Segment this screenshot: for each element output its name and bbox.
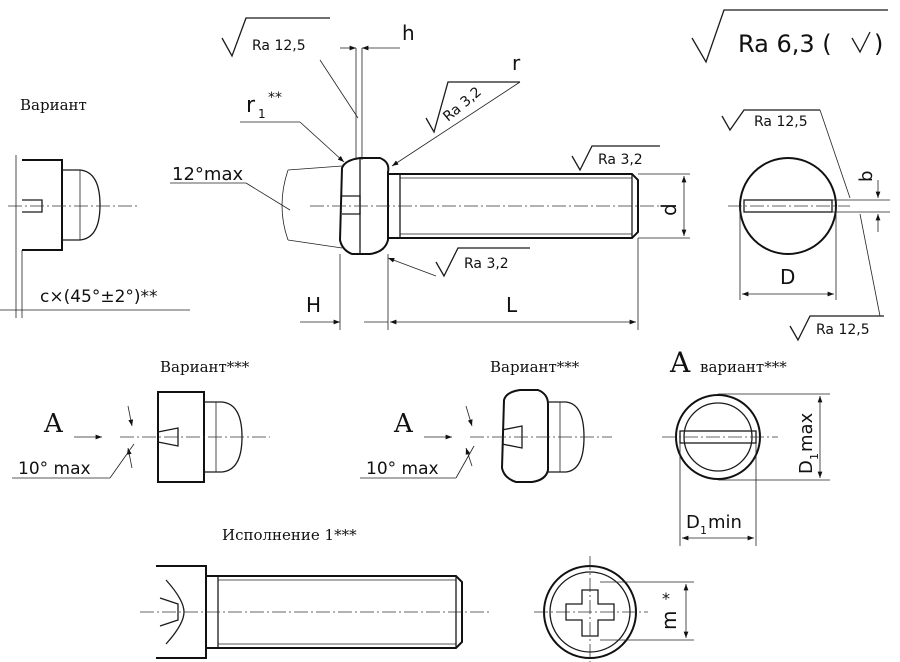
view-a-left-letter: A <box>43 409 64 439</box>
r1-leader: r 1 ** <box>240 90 345 163</box>
main-screw-side-view <box>310 157 660 255</box>
variant-left-label: Вариант*** <box>160 358 250 376</box>
D1min-suffix: min <box>708 512 742 533</box>
general-roughness-symbol: Ra 6,3 ( ) <box>691 9 888 64</box>
D1min-subscript: 1 <box>700 524 707 537</box>
roughness-head-top-text: Ra 12,5 <box>252 38 306 54</box>
angle-12-label: 12°max <box>172 164 243 185</box>
D1max-label: D <box>796 460 817 474</box>
roughness-general-close: ) <box>874 30 883 58</box>
h-dimension: h <box>340 21 415 160</box>
view-a-mid-letter: A <box>393 409 414 439</box>
roughness-slot-view-text: Ra 12,5 <box>754 114 808 130</box>
ten-max-mid: 10° max <box>366 459 439 479</box>
roughness-general-text: Ra 6,3 ( <box>738 30 832 58</box>
view-a-letter: A <box>669 346 691 379</box>
D1min-label: D <box>686 512 700 533</box>
variant-a-label: вариант*** <box>700 358 787 376</box>
r1-label: r <box>246 93 256 118</box>
roughness-slot-view: Ra 12,5 <box>721 109 851 199</box>
roughness-r-face: Ra 3,2 r <box>391 51 521 167</box>
roughness-thread: Ra 3,2 <box>571 145 660 172</box>
d-label: d <box>657 203 681 216</box>
D-label: D <box>780 265 795 289</box>
a-variant-end-view: D 1 max D 1 min <box>662 393 830 546</box>
variant-top-head <box>0 155 190 318</box>
phillips-end-view: m * <box>534 556 694 662</box>
d-dimension: d <box>638 173 690 239</box>
end-view-slot: D b <box>728 157 890 300</box>
m-star: * <box>662 589 670 608</box>
phillips-cross-icon <box>565 589 615 637</box>
h-label: h <box>402 21 415 45</box>
ispolnenie-label: Исполнение 1*** <box>222 526 357 544</box>
roughness-head-top: Ra 12,5 <box>221 17 359 119</box>
L-label: L <box>506 293 518 317</box>
variant-mid-label: Вариант*** <box>490 358 580 376</box>
ispolnenie-screw <box>140 565 490 659</box>
roughness-r-face-text: Ra 3,2 <box>440 84 485 125</box>
H-L-dimensions: H L <box>300 238 639 330</box>
roughness-slot-bottom: Ra 12,5 <box>789 213 884 342</box>
variant-top-label: Вариант <box>20 96 87 114</box>
b-label: b <box>856 171 877 182</box>
m-label: m <box>657 611 681 630</box>
angle-12-max: 12°max <box>170 164 343 249</box>
r1-stars: ** <box>268 90 282 106</box>
r1-subscript: 1 <box>258 107 266 121</box>
variant-left-head: A <box>12 391 270 483</box>
variant-mid-head: A <box>360 389 612 483</box>
D1max-subscript: 1 <box>808 453 821 460</box>
D1max-suffix: max <box>796 412 817 452</box>
roughness-thread-text: Ra 3,2 <box>598 152 643 168</box>
roughness-under-head-text: Ra 3,2 <box>464 256 509 272</box>
H-label: H <box>306 293 321 317</box>
roughness-slot-bottom-text: Ra 12,5 <box>816 322 870 338</box>
check-mark-icon <box>851 31 871 54</box>
r-label: r <box>512 51 521 75</box>
chamfer-label: c×(45°±2°)** <box>40 287 158 307</box>
ten-max-left: 10° max <box>18 459 91 479</box>
roughness-under-head: Ra 3,2 <box>387 247 530 278</box>
